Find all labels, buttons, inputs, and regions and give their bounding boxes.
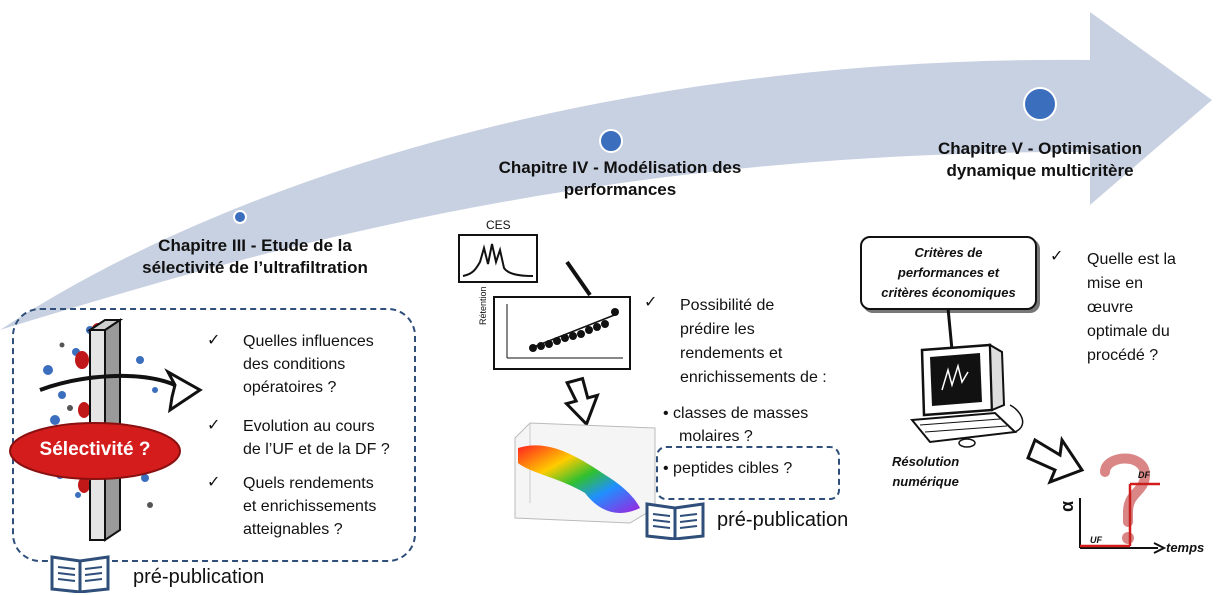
check-icon: ✓ <box>207 474 221 491</box>
bullet: • <box>663 405 674 422</box>
check-icon: ✓ <box>644 294 658 311</box>
bullet: • <box>663 460 674 477</box>
ch3-item-3: Quels rendements et enrichissements atte… <box>243 475 377 538</box>
ch4-target-box <box>656 446 840 500</box>
graph-x-label: temps <box>1166 540 1205 555</box>
ch5-callout: Critères de performances et critères éco… <box>860 236 1037 310</box>
ch3-item-2: Evolution au cours de l’UF et de la DF ? <box>243 418 390 458</box>
computer-icon <box>910 343 1024 448</box>
milestone-dot-ch5 <box>1023 87 1057 121</box>
resolution-label: Résolution numérique <box>892 454 960 489</box>
selectivity-label: Sélectivité ? <box>39 439 151 460</box>
chapter-3-title: Chapitre III - Etude de la sélectivité d… <box>142 236 368 277</box>
question-mark-icon <box>1100 453 1151 544</box>
ces-chart-icon <box>458 234 538 283</box>
check-icon: ✓ <box>1050 248 1064 265</box>
ch5-question: Quelle est la mise en œuvre optimale du … <box>1087 251 1176 364</box>
flow-arrow-icon <box>39 368 203 414</box>
milestone-dot-ch3 <box>233 210 247 224</box>
ch3-item-1: Quelles influences des conditions opérat… <box>243 333 374 396</box>
chapter-3-panel <box>12 308 416 562</box>
selectivity-ellipse <box>9 422 181 480</box>
chapter-4-title: Chapitre IV - Modélisation des performan… <box>498 158 742 199</box>
ch4-bullet-2: • peptides cibles ? <box>663 460 793 477</box>
ch3-publication-label: pré-publication <box>133 566 265 588</box>
graph-uf-label: UF <box>1090 535 1102 545</box>
check-icon: ✓ <box>207 417 221 434</box>
book-icon <box>645 502 705 540</box>
graph-y-label: α <box>1057 500 1078 513</box>
check-icon: ✓ <box>207 332 221 349</box>
ch4-main-item: Possibilité de prédire les rendements et… <box>680 297 827 386</box>
retention-chart-icon <box>493 296 631 370</box>
ces-label: CES <box>486 218 511 232</box>
ch4-bullet-1: • classes de masses molaires ? <box>663 405 809 445</box>
arrow-icon <box>1026 435 1085 485</box>
chapter-5-title: Chapitre V - Optimisation dynamique mult… <box>937 139 1143 180</box>
graph-df-label: DF <box>1138 470 1150 480</box>
ch4-publication-label: pré-publication <box>717 509 849 531</box>
milestone-dot-ch4 <box>599 129 623 153</box>
surface-plot-icon <box>514 422 656 524</box>
book-icon <box>50 555 110 593</box>
